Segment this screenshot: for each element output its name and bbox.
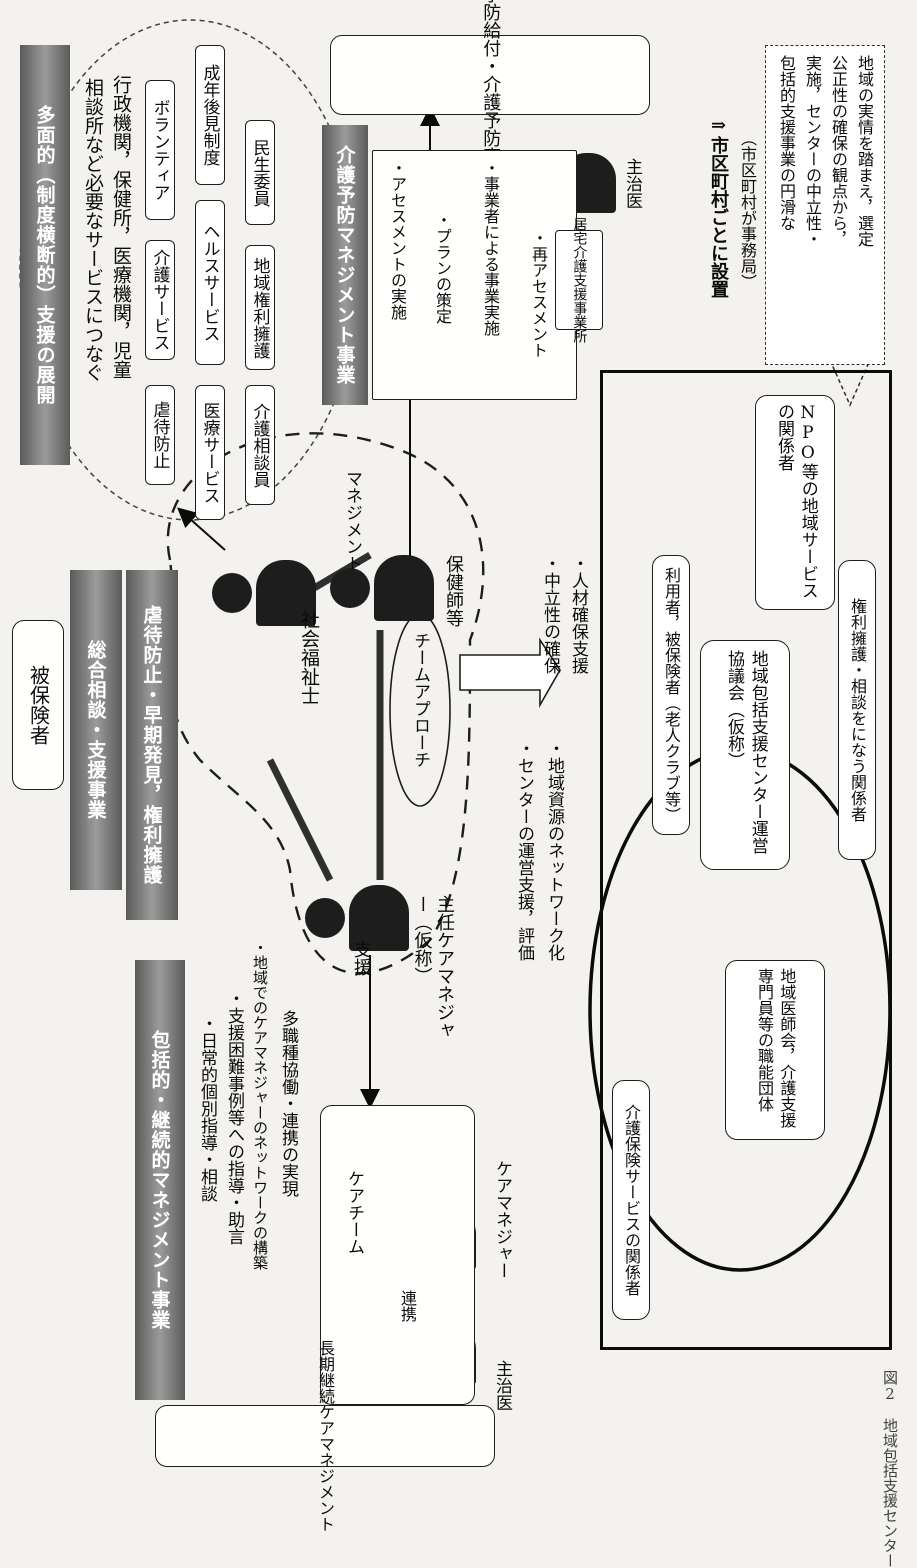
council-riyosha: 利用者，被保険者（老人クラブ等）: [652, 555, 690, 835]
service-seinen: 成年後見制度: [195, 45, 225, 185]
council-center-box: 地域包括支援センター運営協議会（仮称）: [700, 640, 790, 870]
council-kenri: 権利擁護・相談をになう関係者: [838, 560, 876, 860]
shunin-cm-label: 主任ケアマネジャー（仮称）: [411, 895, 456, 1039]
shujii-bottom-label: 主治医: [492, 1360, 512, 1411]
service-minsei: 民生委員: [245, 120, 275, 225]
kyotaku-box: 居宅介護支援事業所: [555, 217, 603, 343]
choki-keizoku-box: 長期継続ケアマネジメント: [155, 1340, 495, 1532]
arrow-item-2: ・人材確保支援: [568, 555, 588, 674]
service-health: ヘルスサービス: [195, 200, 225, 365]
bubble-line-4: 地域の実情を踏まえ，選定: [855, 55, 874, 247]
caremanagement-label: マネジメント: [342, 470, 362, 572]
jimukyoku-label: （市区町村が事務局）: [738, 130, 757, 290]
hokatsu-item-4: 多職種協働・連携の実現: [278, 1010, 298, 1197]
setchi-label: ⇒市区町村ごとに設置: [708, 115, 729, 298]
tamenteki-desc-2: 相談所など必要なサービスにつなぐ: [82, 78, 104, 382]
shinyobo-box: 新予防給付・介護予防事業: [330, 0, 650, 183]
bar-tamenteki: 多面的（制度横断的）支援の展開: [20, 45, 70, 465]
hihokensha-box: 被保険者: [12, 620, 64, 790]
service-kaigo: 介護サービス: [145, 240, 175, 360]
service-iryo: 医療サービス: [195, 385, 225, 520]
hihokensha-label: 被保険者: [26, 665, 51, 745]
shakai-fukushishi-label: 社会福祉士: [298, 610, 320, 705]
renkei-label: 連携: [398, 1290, 417, 1322]
municipal-bubble: [765, 45, 885, 365]
dashed-center-region: [166, 432, 485, 975]
shujii-top-label: 主治医: [622, 158, 642, 209]
hokatsu-item-2: ・支援困難事例等への指導・助言: [224, 990, 244, 1245]
team-approach-label: チームアプローチ: [410, 632, 430, 768]
step-plan: ・プランの策定: [433, 212, 452, 324]
service-sodanin: 介護相談員: [245, 385, 275, 505]
kaigo-yobo-steps-box: [372, 150, 577, 400]
care-team-box: [320, 1105, 475, 1405]
care-manager-label: ケアマネジャー: [492, 1160, 512, 1279]
shien-label: 支援: [351, 940, 372, 976]
council-kaigo-hoken: 介護保険サービスの関係者: [612, 1080, 650, 1320]
council-frame: [600, 370, 892, 1350]
bubble-line-1: 包括的支援事業の円滑な: [777, 55, 796, 231]
hokatsu-item-1: ・日常的個別指導・相談: [197, 1015, 217, 1202]
service-volunteer: ボランティア: [145, 80, 175, 220]
services-ellipse: [19, 19, 361, 521]
council-ishikai: 地域医師会，介護支援専門員等の職能団体: [725, 960, 825, 1140]
diagram: 被保険者 総合相談・支援事業 虐待防止・早期発見，権利擁護 多面的（制度横断的）…: [12, 0, 899, 1568]
diagram-lines: [19, 19, 892, 1320]
step-assessment: ・アセスメントの実施: [388, 160, 407, 320]
center-item-2: ・地域資源のネットワーク化: [544, 740, 564, 961]
arrow-item-1: ・中立性の確保: [540, 555, 560, 674]
bar-hokatsu: 包括的・継続的マネジメント事業: [135, 960, 185, 1400]
center-item-1: ・センターの運営支援，評価: [514, 740, 534, 961]
figure-caption: 図2 地域包括支援センター: [881, 1370, 899, 1568]
hokenshi-label: 保健師等: [443, 555, 464, 627]
step-re-assessment: ・再アセスメント: [529, 230, 548, 358]
council-npo: NPO等の地域サービスの関係者: [755, 395, 835, 610]
bubble-line-3: 公正性の確保の観点から，: [829, 55, 848, 247]
service-gyakutai-boshi: 虐待防止: [145, 385, 175, 485]
service-chiiki-kenri: 地域権利擁護: [245, 245, 275, 370]
bar-gyakutai: 虐待防止・早期発見，権利擁護: [126, 570, 178, 920]
bar-sogo-sodan: 総合相談・支援事業: [70, 570, 122, 890]
hokatsu-item-3: ・地域でのケアマネジャーのネットワークの構築: [251, 940, 269, 1270]
care-team-label: ケアチーム: [344, 1170, 364, 1255]
step-jigyo: ・事業者による事業実施: [481, 160, 500, 336]
bubble-line-2: 実施，センターの中立性・: [803, 55, 822, 247]
bar-kaigo-yobo: 介護予防マネジメント事業: [322, 125, 368, 405]
tamenteki-desc-1: 行政機関，保健所，医療機関，児童: [110, 75, 132, 379]
